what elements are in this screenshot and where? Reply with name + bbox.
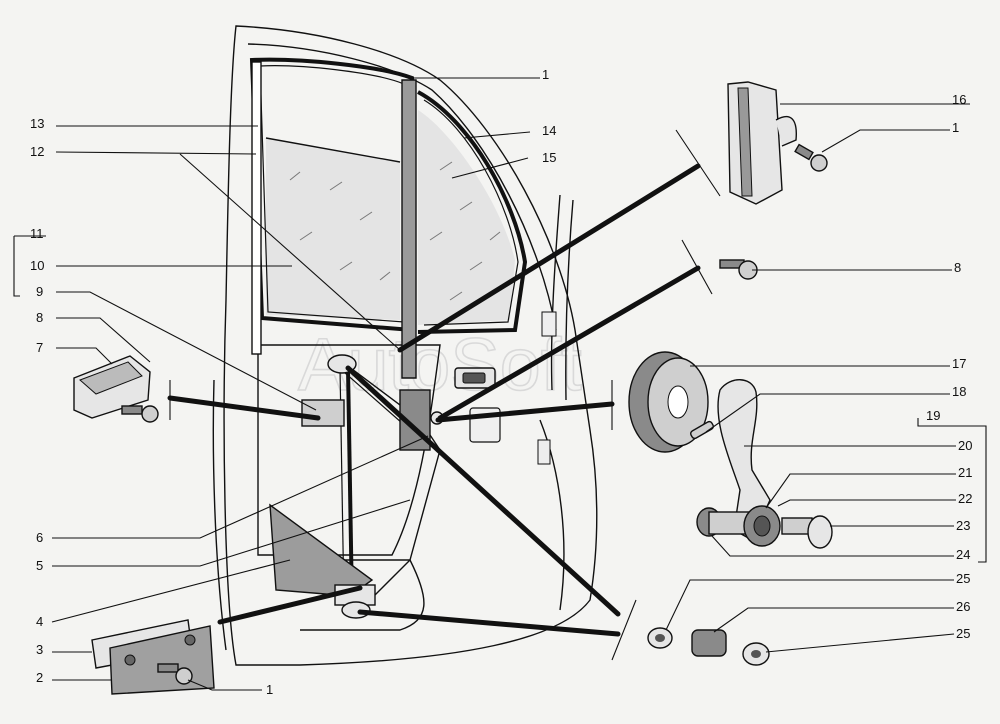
- lower-plates: [91, 619, 215, 695]
- callout-1-top: 1: [542, 67, 549, 82]
- part-17-seal: [628, 351, 709, 453]
- callout-24: 24: [956, 547, 970, 562]
- callout-22: 22: [958, 491, 972, 506]
- callout-11: 11: [30, 226, 44, 241]
- lower-fasteners: [647, 627, 770, 666]
- callout-labels: 1 16 1 14 13 12 15 11 10 8 9 8 7 17 18 1…: [30, 67, 972, 697]
- part-23-cap: [807, 515, 833, 549]
- callout-17: 17: [952, 356, 966, 371]
- callout-4: 4: [36, 614, 43, 629]
- assembly-lines: [167, 129, 721, 661]
- bolt-8-right: [719, 259, 758, 280]
- regulator-bracket: [301, 399, 345, 427]
- callout-25-bottom: 25: [956, 626, 970, 641]
- window-glass: [265, 110, 515, 325]
- callout-25-top: 25: [956, 571, 970, 586]
- part-26-bushing: [691, 629, 727, 657]
- callout-20: 20: [958, 438, 972, 453]
- callout-3: 3: [36, 642, 43, 657]
- callout-8-left: 8: [36, 310, 43, 325]
- handle-hardware: [696, 505, 833, 549]
- callout-5: 5: [36, 558, 43, 573]
- bolt-1-top: [794, 143, 828, 172]
- leader-lines: [13, 77, 987, 691]
- callout-1-bottom: 1: [266, 682, 273, 697]
- lower-bracket: [269, 503, 374, 597]
- callout-16: 16: [952, 92, 966, 107]
- callout-21: 21: [958, 465, 972, 480]
- callout-12: 12: [30, 144, 44, 159]
- callout-6: 6: [36, 530, 43, 545]
- callout-23: 23: [956, 518, 970, 533]
- callout-1-right: 1: [952, 120, 959, 135]
- callout-13: 13: [30, 116, 44, 131]
- callout-18: 18: [952, 384, 966, 399]
- callout-15: 15: [542, 150, 556, 165]
- callout-7: 7: [36, 340, 43, 355]
- part-16-trim: [727, 81, 797, 205]
- part-18-pin: [690, 420, 714, 440]
- part-7-bracket: [73, 355, 159, 423]
- callout-8-right: 8: [954, 260, 961, 275]
- callout-19: 19: [926, 408, 940, 423]
- callout-26: 26: [956, 599, 970, 614]
- callout-9: 9: [36, 284, 43, 299]
- callout-14: 14: [542, 123, 556, 138]
- callout-10: 10: [30, 258, 44, 273]
- callout-2: 2: [36, 670, 43, 685]
- part-20-handle: [717, 379, 771, 541]
